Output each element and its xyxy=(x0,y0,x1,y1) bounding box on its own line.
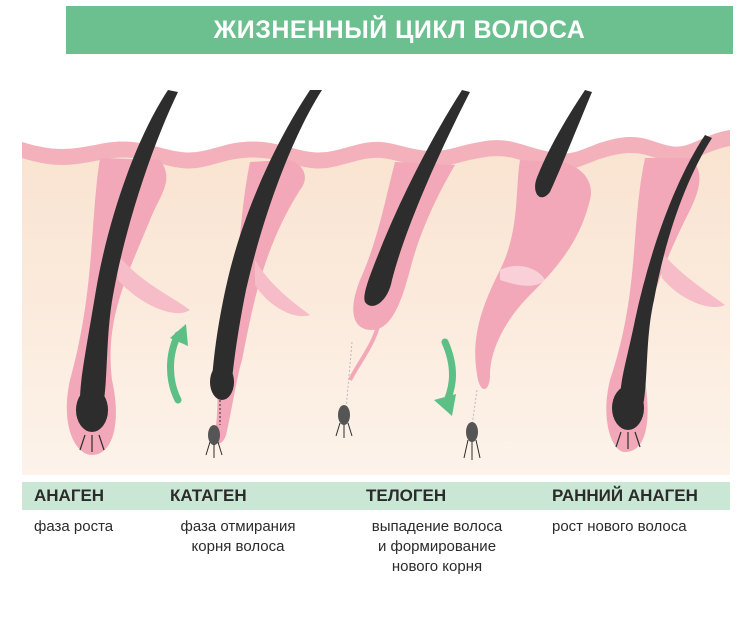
desc-line: и формирование xyxy=(377,538,497,555)
hair-shaft xyxy=(364,90,470,306)
phase-desc-catagen: фаза отмирания корня волоса xyxy=(168,517,308,557)
desc-line: рост нового волоса xyxy=(552,518,687,535)
hair-shaft xyxy=(620,135,712,419)
follicle-telogen xyxy=(335,90,470,438)
phase-telogen: ТЕЛОГЕН xyxy=(366,482,446,510)
phase-name: АНАГЕН xyxy=(34,486,105,505)
follicle-early-anagen xyxy=(606,135,725,452)
follicle-shedding xyxy=(463,90,592,460)
phase-bar xyxy=(22,482,730,510)
follicle-anagen xyxy=(66,90,190,455)
phase-catagen: КАТАГЕН xyxy=(170,482,247,510)
title-banner: ЖИЗНЕННЫЙ ЦИКЛ ВОЛОСА xyxy=(66,6,733,54)
desc-line: фаза отмирания xyxy=(180,518,296,535)
desc-line: выпадение волоса xyxy=(371,518,503,535)
arrow-down-icon xyxy=(434,338,456,416)
desc-line: фаза роста xyxy=(34,518,114,535)
page-title: ЖИЗНЕННЫЙ ЦИКЛ ВОЛОСА xyxy=(213,15,586,44)
phase-desc-telogen: выпадение волоса и формирование нового к… xyxy=(362,517,512,577)
phase-name: ТЕЛОГЕН xyxy=(366,486,447,505)
follicle-catagen xyxy=(205,90,322,458)
hair-shaft xyxy=(211,90,322,394)
hair-shaft xyxy=(80,90,178,419)
hair-cycle-illustration xyxy=(22,90,730,475)
phase-name: КАТАГЕН xyxy=(170,486,247,505)
phase-anagen: АНАГЕН xyxy=(34,482,104,510)
phase-desc-anagen: фаза роста xyxy=(34,517,113,537)
phase-early-anagen: РАННИЙ АНАГЕН xyxy=(552,482,698,510)
phase-desc-early-anagen: рост нового волоса xyxy=(552,517,687,537)
phase-name: РАННИЙ АНАГЕН xyxy=(552,486,698,505)
hair-shaft xyxy=(535,90,592,198)
desc-line: корня волоса xyxy=(191,538,285,555)
desc-line: нового корня xyxy=(391,558,483,575)
arrow-up-icon xyxy=(167,324,188,404)
